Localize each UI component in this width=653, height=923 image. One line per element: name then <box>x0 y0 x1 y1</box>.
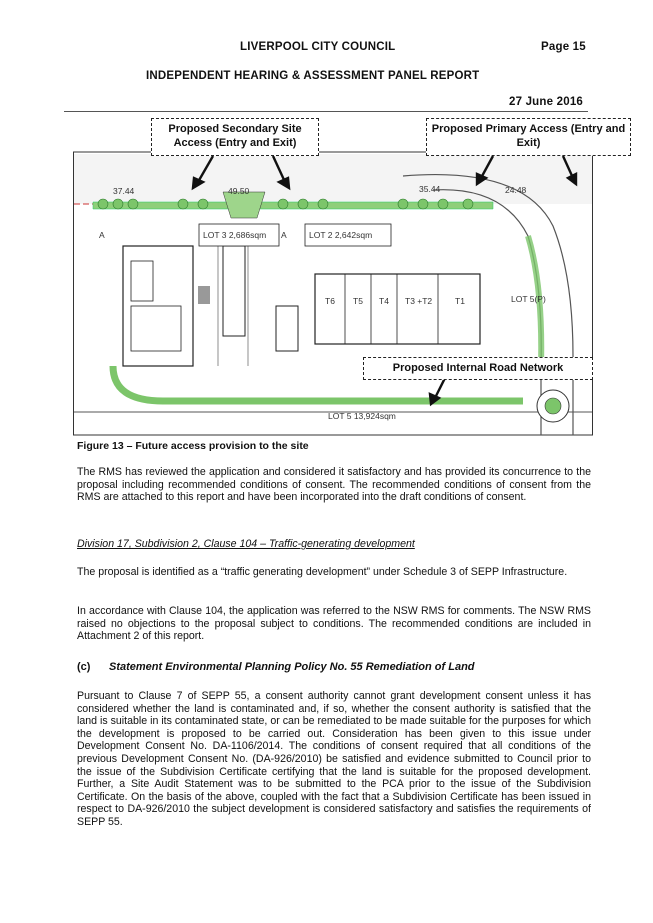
report-date: 27 June 2016 <box>509 96 584 108</box>
bottom-verge <box>109 365 523 405</box>
unit-label-t3t2: T3 +T2 <box>405 296 432 306</box>
paragraph-rms-review: The RMS has reviewed the application and… <box>77 466 591 504</box>
hatched-area <box>198 286 210 304</box>
page-number: Page 15 <box>541 41 586 53</box>
top-road <box>74 154 592 204</box>
lot3-box <box>198 223 280 247</box>
tree-row <box>97 198 474 210</box>
unit-label-t6: T6 <box>325 296 335 306</box>
section-title: Statement Environmental Planning Policy … <box>109 661 475 673</box>
unit-label-t1: T1 <box>455 296 465 306</box>
dim-label-4: 24.48 <box>505 185 527 195</box>
lot2-box <box>304 223 392 247</box>
landscape-strip <box>92 201 494 210</box>
road-verge <box>525 235 545 367</box>
section-label: (c) <box>77 661 91 673</box>
access-arrows <box>191 155 578 407</box>
paragraph-clause-104: In accordance with Clause 104, the appli… <box>77 605 591 643</box>
unit-label-t5: T5 <box>353 296 363 306</box>
paragraph-traffic-generating: The proposal is identified as a “traffic… <box>77 566 568 578</box>
paragraph-sepp-55: Pursuant to Clause 7 of SEPP 55, a conse… <box>77 690 591 828</box>
section-heading-c: (c) Statement Environmental Planning Poli… <box>77 661 475 673</box>
letter-a-2: A <box>281 230 287 240</box>
dim-label-3: 35.44 <box>419 184 441 194</box>
lot5-right-label: LOT 5(P) <box>511 294 546 304</box>
units-block <box>314 273 481 345</box>
report-title: INDEPENDENT HEARING & ASSESSMENT PANEL R… <box>146 70 480 82</box>
lot2-label: LOT 2 2,642sqm <box>309 230 372 240</box>
letter-a-1: A <box>99 230 105 240</box>
heading-division-17: Division 17, Subdivision 2, Clause 104 –… <box>77 538 415 550</box>
callout-secondary-access: Proposed Secondary Site Access (Entry an… <box>151 118 319 156</box>
unit-label-t4: T4 <box>379 296 389 306</box>
figure-caption: Figure 13 – Future access provision to t… <box>77 440 309 452</box>
entry-island <box>222 191 266 219</box>
lot5-label: LOT 5 13,924sqm <box>328 411 396 421</box>
callout-primary-access: Proposed Primary Access (Entry and Exit) <box>426 118 631 156</box>
callout-internal-road: Proposed Internal Road Network <box>363 357 593 380</box>
site-plan-figure: 37.44 49.50 35.44 24.48 LOT 3 2,686sqm L… <box>73 116 631 436</box>
dim-label-2: 49.50 <box>228 186 250 196</box>
dim-label-1: 37.44 <box>113 186 135 196</box>
council-name: LIVERPOOL CITY COUNCIL <box>240 41 396 53</box>
road-curve-outer <box>402 173 574 435</box>
site-plan-drawing: 37.44 49.50 35.44 24.48 LOT 3 2,686sqm L… <box>73 151 593 436</box>
lot3-label: LOT 3 2,686sqm <box>203 230 266 240</box>
header-rule <box>64 111 588 112</box>
